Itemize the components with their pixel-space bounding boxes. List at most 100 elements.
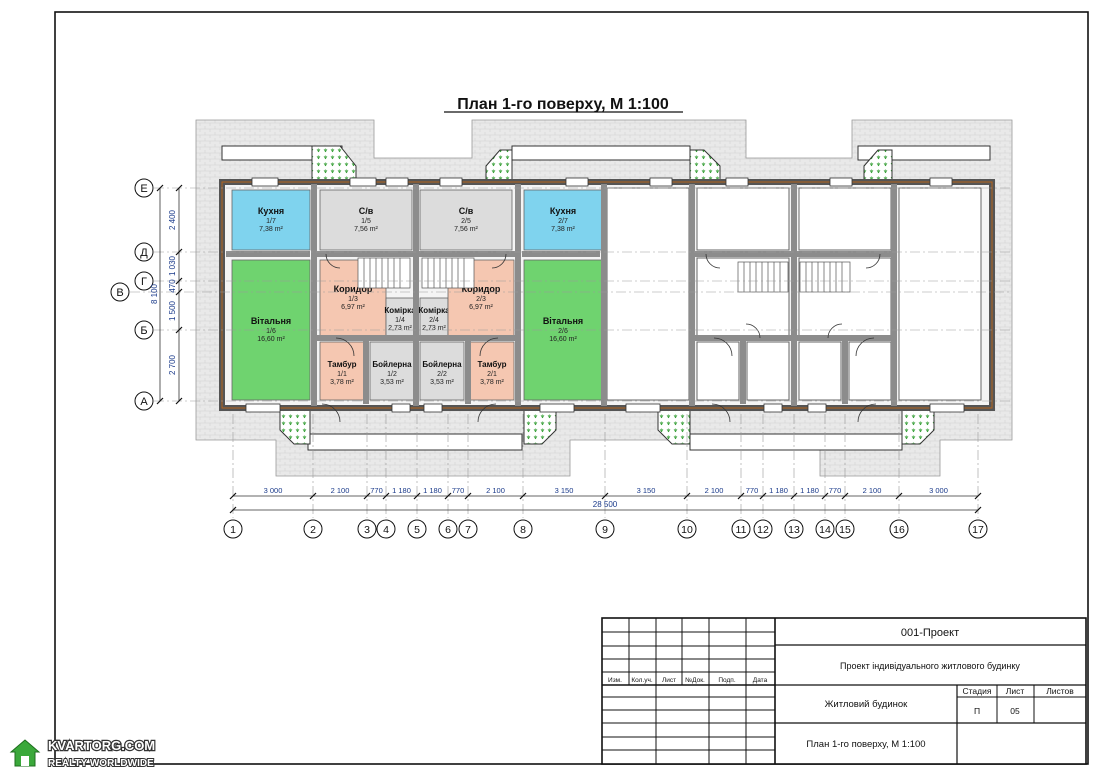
object-name: Житловий будинок [825, 699, 909, 710]
axis-bubble-number: 7 [458, 519, 478, 539]
watermark-logo: KVARTORG.COM REALTY WORLDWIDE [9, 737, 156, 770]
dim-horizontal: 2 100 [863, 486, 882, 495]
sheet-label: Лист [1006, 686, 1025, 696]
room-number: 2/3 [476, 296, 486, 303]
axis-bubble-letter: Б [134, 320, 154, 340]
room-name: Тамбур [477, 360, 506, 369]
axis-bubble-letter: Г [134, 271, 154, 291]
dim-horizontal: 3 150 [637, 486, 656, 495]
windows [245, 177, 965, 413]
axis-letter: В [116, 287, 123, 299]
axis-bubble-number: 16 [889, 519, 909, 539]
room-area: 6,97 m² [341, 304, 365, 311]
axis-letter: Г [141, 276, 147, 288]
axis-grid-lines [130, 187, 1010, 518]
dim-horizontal: 770 [829, 486, 842, 495]
axis-bubble-number: 6 [438, 519, 458, 539]
room-number: 2/7 [558, 218, 568, 225]
dim-vertical: 2 700 [168, 354, 177, 375]
axis-number: 3 [364, 524, 370, 536]
axis-letter: А [140, 396, 148, 408]
room-area: 7,56 m² [354, 226, 378, 233]
doors [321, 253, 881, 423]
drawing-title: План 1-го поверху, М 1:100 [457, 96, 669, 113]
room-area: 7,56 m² [454, 226, 478, 233]
dim-horizontal: 2 100 [486, 486, 505, 495]
dim-horizontal: 770 [370, 486, 383, 495]
room-fill [419, 341, 465, 401]
room-name: Бойлерна [372, 360, 412, 369]
axis-bubble-letter: В [110, 282, 130, 302]
sheet-frame [54, 11, 1089, 765]
axis-number: 7 [465, 524, 471, 536]
room-fill [385, 297, 415, 337]
room-area: 2,73 m² [422, 325, 446, 332]
axis-bubble-number: 9 [595, 519, 615, 539]
room-name: С/в [459, 206, 474, 216]
axis-letter: Д [140, 247, 148, 259]
axis-bubble-number: 15 [835, 519, 855, 539]
room-name: Комірка [384, 306, 416, 315]
axis-number: 12 [757, 524, 769, 536]
sheet-value: 05 [1010, 706, 1020, 716]
axis-number: 11 [736, 524, 747, 536]
stamp-header-cell: Лист [662, 677, 676, 684]
sheet-title: План 1-го поверху, М 1:100 [806, 739, 925, 750]
room-number: 1/7 [266, 218, 276, 225]
room-area: 7,38 m² [551, 226, 575, 233]
room-fill [469, 341, 515, 401]
insulation-line [221, 181, 993, 409]
dim-horizontal: 770 [452, 486, 465, 495]
stamp-header-cell: Подп. [718, 677, 735, 684]
axis-bubble-letter: Е [134, 178, 154, 198]
room-area: 3,53 m² [430, 379, 454, 386]
sheets-label: Листов [1046, 686, 1074, 696]
axis-number: 15 [839, 524, 851, 536]
room-fill [319, 189, 413, 251]
dim-vertical: 1 030 [168, 255, 177, 276]
room-area: 3,78 m² [480, 379, 504, 386]
room-number: 2/5 [461, 218, 471, 225]
dim-horizontal: 1 180 [423, 486, 442, 495]
room-fill [231, 189, 311, 251]
room-number: 2/2 [437, 371, 447, 378]
axis-bubble-number: 11 [731, 519, 751, 539]
dim-vertical-total: 8 100 [150, 283, 159, 304]
axis-letter: Е [140, 183, 147, 195]
watermark-tagline: REALTY WORLDWIDE [48, 758, 154, 769]
axis-bubble-number: 5 [407, 519, 427, 539]
dim-horizontal: 1 180 [392, 486, 411, 495]
interior-walls [226, 184, 897, 406]
axis-number: 9 [602, 524, 608, 536]
axis-number: 14 [819, 524, 831, 536]
room-fill [419, 297, 449, 337]
stamp-header-cell: Кол.уч. [631, 677, 652, 684]
axis-number: 4 [383, 524, 389, 536]
dim-horizontal: 1 180 [800, 486, 819, 495]
axis-bubble-letter: А [134, 391, 154, 411]
dim-horizontal-total: 28 500 [593, 500, 618, 509]
axis-number: 2 [310, 524, 316, 536]
room-fill [523, 189, 603, 251]
stage-label: Стадия [963, 686, 992, 696]
dim-vertical: 1 500 [168, 300, 177, 321]
axis-bubble-number: 17 [968, 519, 988, 539]
axis-bubble-letter: Д [134, 242, 154, 262]
axis-number: 6 [445, 524, 451, 536]
room-name: С/в [359, 206, 374, 216]
dim-horizontal: 1 180 [769, 486, 788, 495]
staircases [357, 257, 851, 293]
stamp-header-cell: №Док. [685, 677, 705, 684]
room-name: Коридор [334, 284, 373, 294]
dim-horizontal: 2 100 [705, 486, 724, 495]
